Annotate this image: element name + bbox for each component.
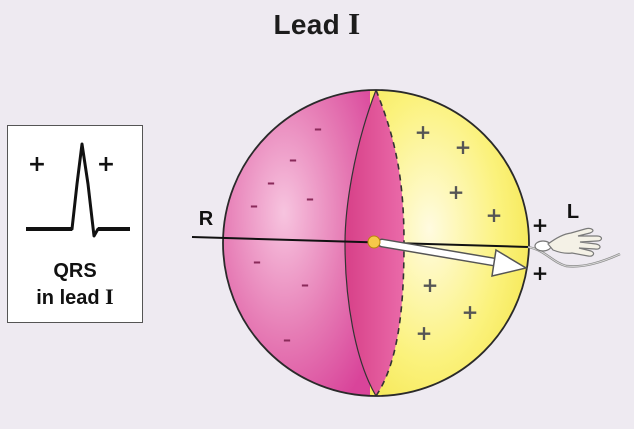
- minus-sign: –: [267, 173, 275, 192]
- plus-sign: +: [455, 135, 472, 159]
- qrs-plus-left: +: [28, 152, 46, 177]
- negative-charges: – – – – – – – –: [250, 119, 322, 349]
- minus-sign: –: [306, 189, 314, 208]
- left-arm-label: L: [567, 201, 579, 223]
- qrs-caption: QRS in lead I: [8, 259, 142, 311]
- lead-axis-line: [191, 236, 529, 248]
- qrs-caption-line1: QRS: [53, 260, 97, 282]
- electrode-plus-bottom: +: [532, 261, 549, 285]
- diagram-title: Lead I: [0, 6, 634, 42]
- hand-shape: [547, 227, 603, 257]
- qrs-caption-line2: in lead I: [8, 284, 142, 311]
- minus-sign: –: [289, 150, 297, 169]
- vector-arrow-shaft: [379, 240, 503, 266]
- qrs-caption-text: in lead: [36, 287, 100, 309]
- plus-sign: +: [448, 180, 465, 204]
- plus-sign: +: [486, 203, 503, 227]
- minus-sign: –: [283, 330, 291, 349]
- positive-charges: + + + + + + +: [415, 120, 503, 345]
- origin-dot: [367, 235, 381, 249]
- right-arm-label: R: [199, 208, 214, 230]
- minus-sign: –: [314, 119, 322, 138]
- plus-sign: +: [462, 300, 479, 324]
- plus-sign: +: [415, 120, 432, 144]
- electrode-plus-top: +: [532, 213, 549, 237]
- title-numeral: I: [348, 6, 361, 41]
- plus-sign: +: [422, 273, 439, 297]
- vector-arrow-head: [491, 248, 528, 277]
- qrs-panel: + + QRS in lead I: [7, 125, 143, 323]
- minus-sign: –: [253, 252, 261, 271]
- title-text: Lead: [273, 9, 341, 40]
- sphere-outline: [222, 89, 530, 397]
- left-hand-icon: [527, 227, 621, 268]
- section-solid-edge: [344, 90, 377, 396]
- minus-sign: –: [301, 275, 309, 294]
- electrode-clip: [534, 240, 552, 252]
- minus-sign: –: [250, 196, 258, 215]
- plus-sign: +: [416, 321, 433, 345]
- qrs-caption-numeral: I: [105, 284, 114, 309]
- qrs-plus-right: +: [97, 152, 115, 177]
- qrs-waveform: + +: [26, 142, 130, 238]
